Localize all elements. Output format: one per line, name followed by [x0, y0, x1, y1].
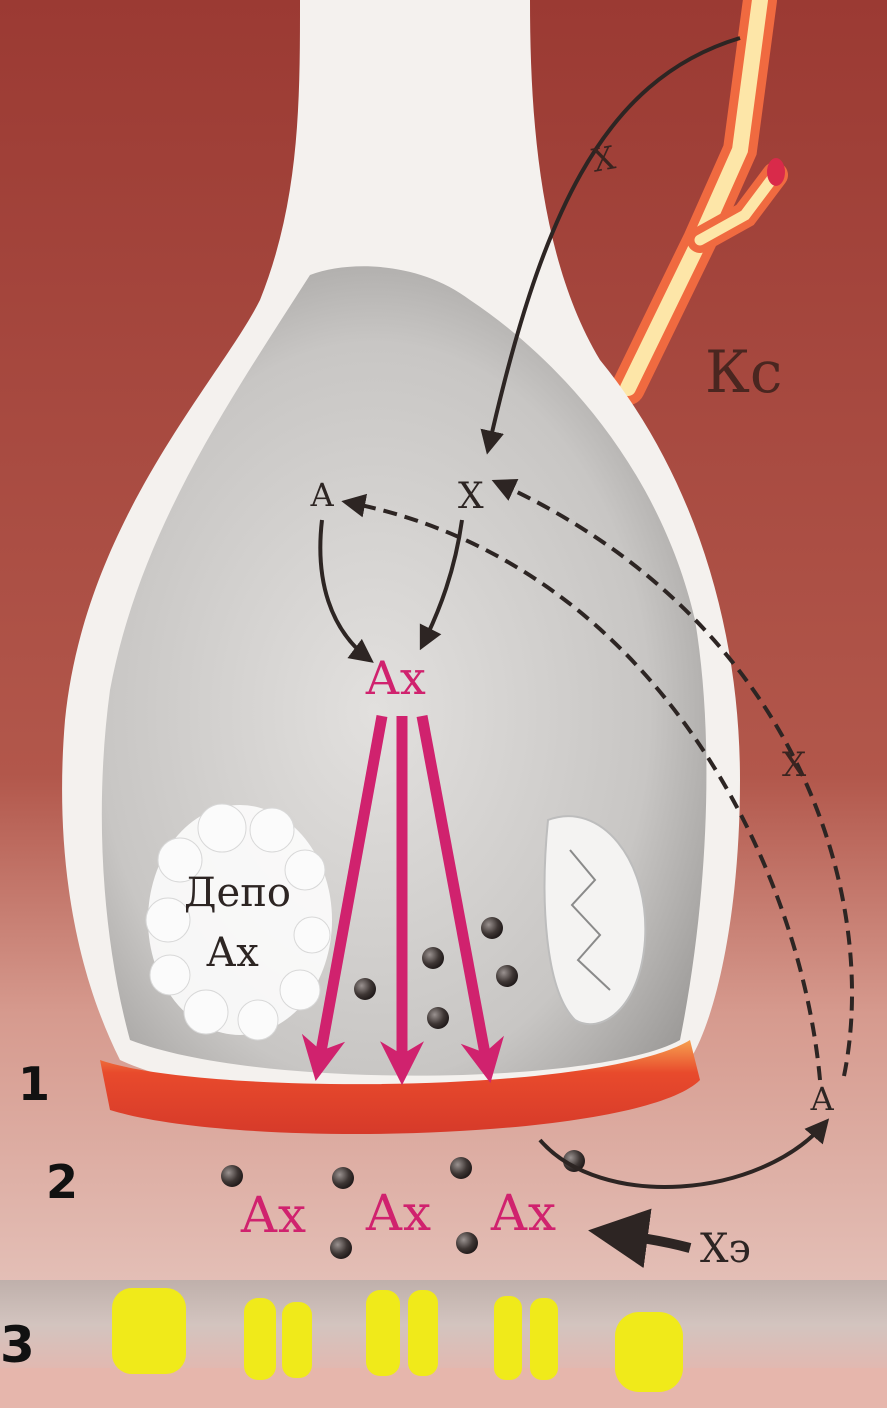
choline-label-right: Х: [782, 745, 807, 785]
region-number-2: 2: [46, 1155, 78, 1209]
receptor: [408, 1290, 438, 1376]
receptor: [530, 1298, 558, 1380]
acetylcholine-label-center: Ах: [365, 651, 426, 705]
depot-label-line1: Депо: [184, 870, 291, 916]
acetate-label-mid: А: [310, 476, 334, 514]
choline-label-mid: Х: [458, 476, 484, 517]
depot-label-line2: Ах: [206, 930, 259, 976]
receptor: [244, 1298, 276, 1380]
cleft-acetylcholine-1: Ах: [240, 1186, 306, 1244]
receptor: [282, 1302, 312, 1378]
region-number-3: 3: [0, 1316, 35, 1374]
capillary-label: Кс: [705, 338, 782, 406]
receptor: [615, 1312, 683, 1392]
region-number-1: 1: [18, 1057, 50, 1111]
cholinesterase-label: Хэ: [700, 1226, 751, 1272]
cleft-acetylcholine-2: Ах: [365, 1184, 431, 1242]
receptor: [112, 1288, 186, 1374]
receptor: [366, 1290, 400, 1376]
receptor: [494, 1296, 522, 1380]
cleft-acetylcholine-3: Ах: [490, 1184, 556, 1242]
acetate-label-right: А: [810, 1080, 834, 1118]
